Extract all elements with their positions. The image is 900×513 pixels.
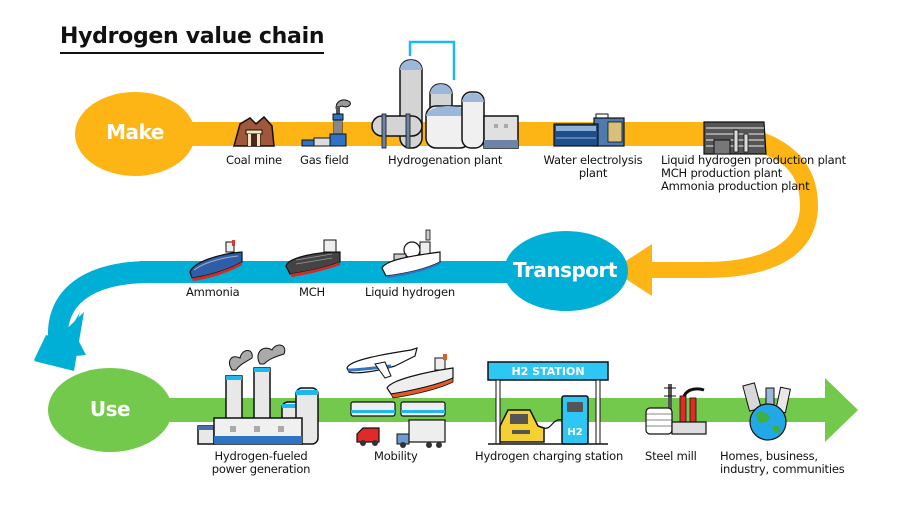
mobility-icon (346, 347, 454, 448)
airplane-icon (346, 347, 418, 379)
mch-ship-icon (285, 239, 341, 277)
item-label-hydrogenation-plant: Hydrogenation plant (388, 153, 503, 167)
power-plant-icon (197, 344, 319, 445)
production-plant-icon (703, 121, 767, 155)
coal-mine-icon (233, 116, 275, 147)
item-label-coal-mine: Coal mine (226, 153, 282, 167)
liquid-hydrogen-ship-icon (381, 229, 441, 278)
label-line: plant (578, 166, 608, 180)
item-label-mch: MCH (299, 285, 325, 299)
item-label-mobility: Mobility (374, 449, 418, 463)
item-label-homes-business: Homes, business, industry, communities (720, 450, 845, 476)
label-line: Ammonia production plant (661, 179, 810, 193)
stage-make-label: Make (106, 120, 164, 144)
steel-mill-icon (645, 384, 707, 435)
item-label-steel-mill: Steel mill (645, 449, 697, 463)
h2-station-icon: H2 STATION H2 (487, 361, 609, 445)
truck-icon (396, 419, 446, 448)
page-title: Hydrogen value chain (60, 24, 324, 54)
item-label-hydrogen-charging-station: Hydrogen charging station (475, 449, 624, 463)
hydrogenation-plant-icon (371, 40, 519, 149)
transport-flow-arrow (34, 231, 628, 371)
car-icon (356, 427, 380, 446)
train-icon (350, 401, 446, 417)
label-line: Hydrogen-fueled (214, 449, 308, 463)
item-label-production-plants: Liquid hydrogen production plant MCH pro… (661, 154, 846, 193)
water-electrolysis-plant-icon (553, 113, 625, 147)
item-label-power-generation: Hydrogen-fueled power generation (203, 450, 319, 476)
label-line: MCH production plant (661, 166, 783, 180)
stage-use-label: Use (89, 397, 131, 421)
item-label-water-electrolysis-plant: Water electrolysis plant (540, 154, 646, 180)
item-label-liquid-hydrogen: Liquid hydrogen (365, 285, 455, 299)
station-sign-text: H2 STATION (511, 365, 584, 378)
gas-field-icon (301, 99, 351, 147)
item-label-gas-field: Gas field (300, 153, 349, 167)
fuel-cell-car-icon (499, 409, 545, 443)
stage-transport-label: Transport (513, 258, 617, 282)
fuel-pump-icon: H2 (543, 395, 589, 445)
cargo-ship-icon (386, 354, 454, 399)
label-line: Homes, business, (720, 449, 818, 463)
item-label-ammonia: Ammonia (186, 285, 240, 299)
pump-text: H2 (567, 427, 582, 438)
label-line: Water electrolysis (543, 153, 643, 167)
label-line: power generation (211, 462, 311, 476)
label-line: industry, communities (720, 462, 845, 476)
ammonia-ship-icon (189, 240, 243, 281)
globe-city-icon (742, 382, 791, 441)
label-line: Liquid hydrogen production plant (661, 153, 846, 167)
